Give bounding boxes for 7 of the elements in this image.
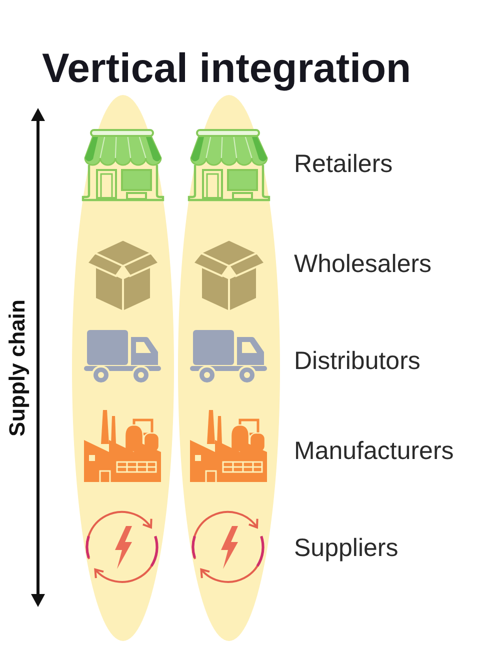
tier-label: Wholesalers [294,250,432,279]
axis-label: Supply chain [4,300,30,436]
tier-label: Retailers [294,150,393,179]
tier-label: Distributors [294,347,420,376]
tier-label: Suppliers [294,534,398,563]
title: Vertical integration [42,45,412,92]
tier-label: Manufacturers [294,437,454,466]
